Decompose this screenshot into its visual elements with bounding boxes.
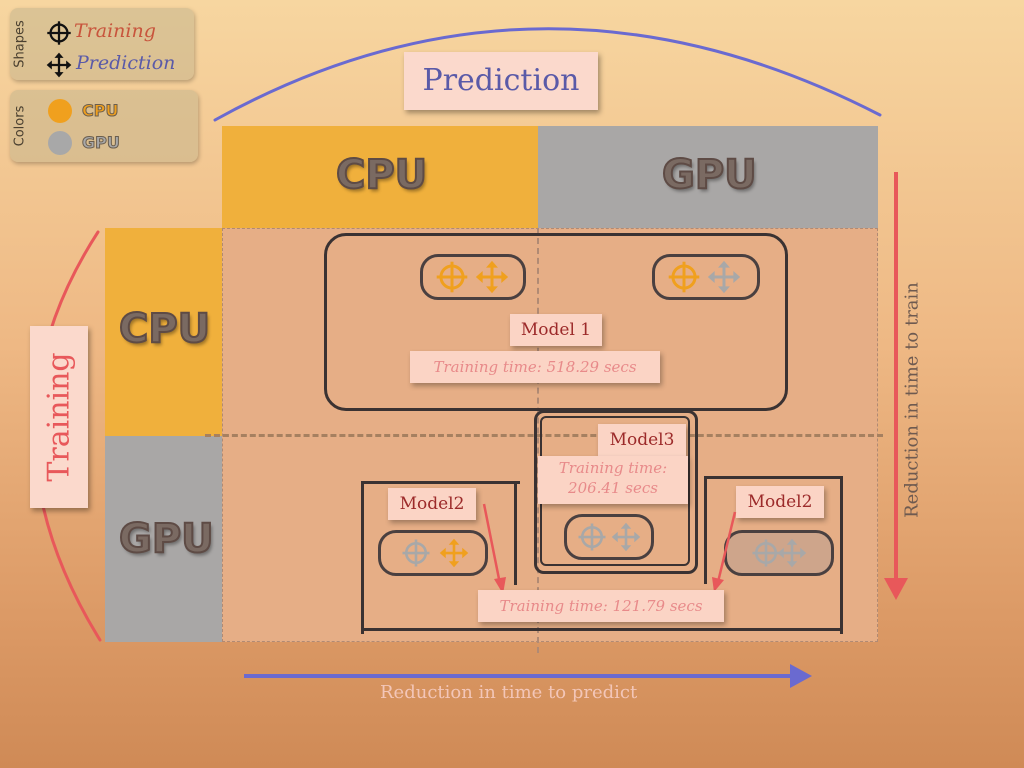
model2-bottom-line [361,628,843,631]
legend-training-label: Training [74,20,156,42]
legend-cpu-label: CPU [81,101,119,121]
model2-left-label: Model2 [388,488,476,520]
column-header-cpu: CPU [222,126,538,228]
predict-axis-label: Reduction in time to predict [380,682,638,703]
model3-training-time: Training time: 206.41 secs [538,456,688,504]
model2-training-time: Training time: 121.79 secs [478,590,724,622]
model1-training-time: Training time: 518.29 secs [410,351,660,383]
train-axis-arrowhead [884,578,908,600]
model3-training-time-line2: 206.41 secs [568,479,658,497]
row-gpu-label: GPU [118,515,215,563]
column-gpu-label: GPU [661,151,758,199]
model3-training-time-line1: Training time: [558,459,668,477]
legend-gpu-label: GPU [82,133,121,153]
prediction-arc [213,27,882,122]
cpu-color-swatch [48,99,72,123]
column-header-gpu: GPU [538,126,878,228]
gpu-color-swatch [48,131,72,155]
model1-group-box [324,233,788,411]
model1-cpu-gpu-pill [652,254,760,300]
grid-horizontal-divider [205,434,883,437]
predict-axis-arrowhead [790,664,812,688]
train-axis-label-text: Reduction in time to train [901,282,923,518]
model2-left-inner-drop [514,481,517,585]
prediction-title: Prediction [404,52,598,110]
model3-outer-box [534,410,698,574]
model2-gpu-cpu-pill [378,530,488,576]
legend-prediction-label: Prediction [76,52,176,74]
row-header-gpu: GPU [105,436,222,642]
training-title-box: Training [30,326,88,508]
model2-right-label: Model2 [736,486,824,518]
model3-gpu-gpu-pill [564,514,654,560]
colors-legend: Colors CPU GPU [10,90,198,162]
model2-right-inner-drop [704,476,707,584]
row-cpu-label: CPU [118,305,211,353]
grid-vertical-divider [537,228,539,653]
shapes-legend: Shapes Training Prediction [10,8,194,80]
model1-cpu-cpu-pill [420,254,526,300]
row-header-cpu: CPU [105,228,222,436]
model2-right-side [840,476,843,631]
model3-label: Model3 [598,424,686,456]
model2-left-side [361,481,364,631]
column-cpu-label: CPU [335,151,428,199]
model1-label: Model 1 [510,314,602,346]
